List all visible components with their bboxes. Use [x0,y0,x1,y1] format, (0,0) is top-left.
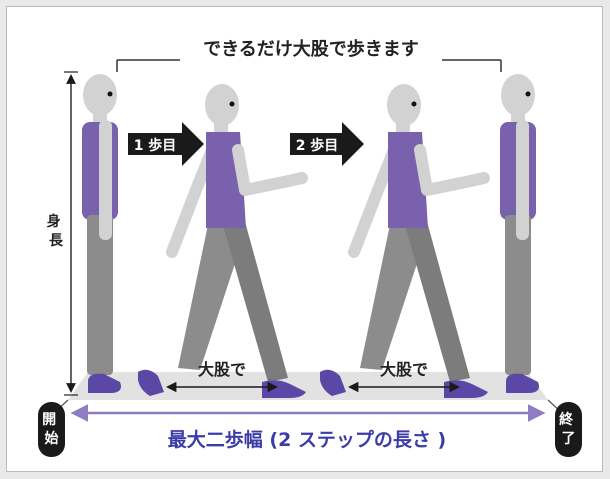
start-label: 開 始 [42,412,61,447]
title-bracket [116,38,502,72]
step-2-arrow [290,122,364,166]
stride-2-label: 大股で [380,360,428,379]
height-arrow [64,71,78,396]
figure-standing-start [82,74,121,393]
step-2-label: 2 歩目 [296,137,339,154]
measure-label: 最大二歩幅 (2 ステップの長さ ) [168,428,446,451]
stride-1-label: 大股で [198,360,246,379]
diagram-title: できるだけ大股で歩きます [203,38,419,60]
floor [68,372,548,400]
figure-walking-1 [138,84,308,398]
step-1-arrow [128,122,204,166]
end-badge [555,402,582,457]
figure-walking-2 [320,84,490,398]
start-badge [38,402,65,457]
step-1-label: 1 歩目 [134,137,177,154]
figure-standing-end [500,74,539,393]
height-label: 身 長 [47,213,66,249]
height-label-bg [45,208,67,252]
end-label: 終 了 [559,411,578,447]
